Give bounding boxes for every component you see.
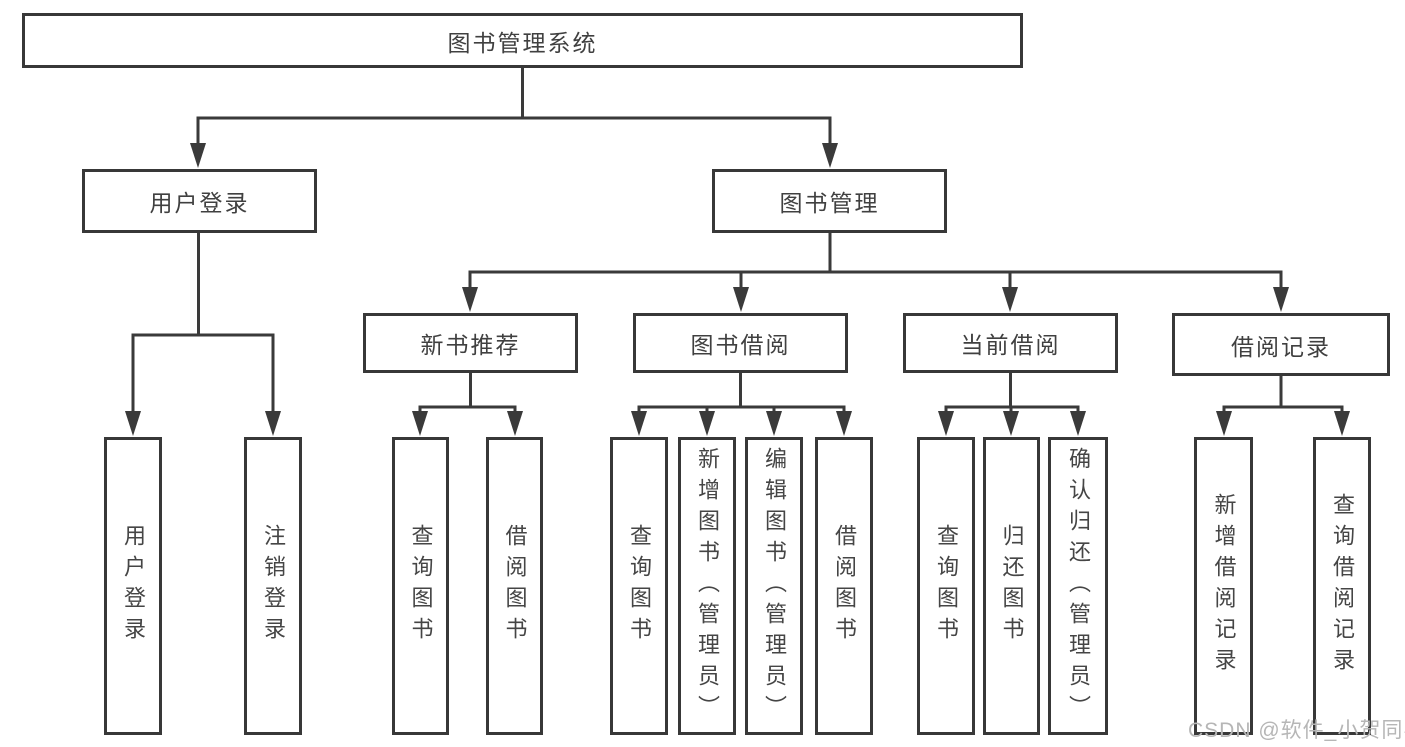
leaf-user-login: 用户登录 — [104, 437, 162, 735]
leaf-borrow-books: 借阅图书 — [815, 437, 873, 735]
arrowhead — [125, 411, 141, 436]
edge-book-mgmt-to-level3 — [468, 233, 1283, 289]
leaf-label: 归还图书 — [999, 524, 1025, 648]
edge-current-to-leaves — [944, 373, 1080, 413]
leaf-label: 编辑图书（管理员） — [762, 446, 787, 726]
leaf-label: 查询图书 — [627, 524, 652, 648]
node-library-management-system: 图书管理系统 — [22, 13, 1023, 68]
leaf-label: 借阅图书 — [832, 524, 857, 648]
leaf-edit-books-admin: 编辑图书（管理员） — [745, 437, 803, 735]
arrowhead — [507, 411, 523, 436]
node-current-borrowing: 当前借阅 — [903, 313, 1118, 373]
arrowhead — [938, 411, 954, 436]
leaf-label: 注销登录 — [261, 524, 286, 648]
node-label: 图书管理系统 — [447, 29, 598, 56]
arrowhead — [836, 411, 852, 436]
arrowhead — [1273, 287, 1289, 312]
leaf-logout: 注销登录 — [244, 437, 302, 735]
edge-user-login-to-leaves — [131, 233, 275, 413]
arrowheads — [125, 143, 1350, 436]
node-label: 新书推荐 — [420, 332, 521, 358]
leaf-query-borrow-record: 查询借阅记录 — [1313, 437, 1371, 735]
node-new-book-recommendation: 新书推荐 — [363, 313, 578, 373]
edge-records-to-leaves — [1222, 376, 1344, 413]
leaf-label: 借阅图书 — [502, 524, 528, 648]
node-book-borrowing: 图书借阅 — [633, 313, 848, 373]
arrowhead — [462, 287, 478, 312]
leaf-label: 查询借阅记录 — [1330, 493, 1355, 679]
arrowhead — [1070, 411, 1086, 436]
leaf-query-books: 查询图书 — [610, 437, 668, 735]
node-borrowing-records: 借阅记录 — [1172, 313, 1390, 376]
edge-new-rec-to-leaves — [418, 373, 517, 413]
node-book-management: 图书管理 — [712, 169, 947, 233]
arrowhead — [1216, 411, 1232, 436]
leaf-add-borrow-record: 新增借阅记录 — [1194, 437, 1253, 735]
leaf-label: 新增图书（管理员） — [695, 446, 720, 726]
arrowhead — [733, 287, 749, 312]
leaf-label: 确认归还（管理员） — [1066, 446, 1091, 726]
node-label: 当前借阅 — [960, 332, 1061, 358]
leaf-borrow-books: 借阅图书 — [486, 437, 543, 735]
leaf-label: 查询图书 — [408, 524, 434, 648]
leaf-return-books: 归还图书 — [983, 437, 1040, 735]
leaf-label: 查询图书 — [934, 524, 959, 648]
leaf-add-books-admin: 新增图书（管理员） — [678, 437, 736, 735]
arrowhead — [822, 143, 838, 168]
leaf-label: 用户登录 — [121, 524, 146, 648]
arrowhead — [190, 143, 206, 168]
leaf-confirm-return-admin: 确认归还（管理员） — [1048, 437, 1108, 735]
arrowhead — [1003, 411, 1019, 436]
arrowhead — [631, 411, 647, 436]
arrowhead — [766, 411, 782, 436]
csdn-watermark: CSDN @软件_小贺同学 — [1188, 719, 1405, 742]
edge-root-to-level2 — [196, 68, 832, 144]
leaf-query-books: 查询图书 — [392, 437, 449, 735]
leaf-query-books: 查询图书 — [917, 437, 975, 735]
arrowhead — [1334, 411, 1350, 436]
node-label: 图书借阅 — [690, 332, 791, 358]
node-label: 借阅记录 — [1231, 333, 1331, 360]
node-label: 图书管理 — [779, 190, 880, 216]
arrowhead — [699, 411, 715, 436]
node-user-login: 用户登录 — [82, 169, 317, 233]
arrowhead — [412, 411, 428, 436]
arrowhead — [265, 411, 281, 436]
node-label: 用户登录 — [149, 190, 250, 216]
leaf-label: 新增借阅记录 — [1211, 493, 1237, 679]
edge-borrowing-to-leaves — [637, 373, 846, 413]
arrowhead — [1002, 287, 1018, 312]
